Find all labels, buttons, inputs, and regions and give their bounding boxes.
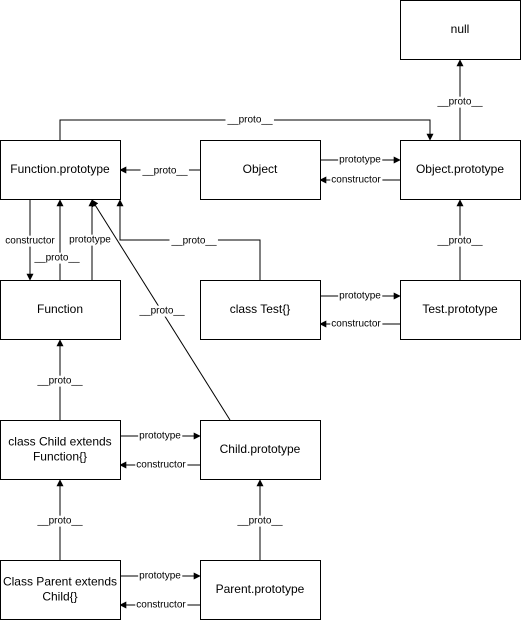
edge-label-background xyxy=(169,235,218,247)
edge-label-background xyxy=(435,96,484,108)
edge-label-text: prototype xyxy=(339,291,381,302)
edge-label-object-to-object-prototype: prototype xyxy=(338,154,383,166)
edge-label-text: prototype xyxy=(339,155,381,166)
edge-label-function-prototype-to-function: constructor xyxy=(4,235,57,247)
node-label: class Child extends xyxy=(8,435,111,449)
node-box xyxy=(0,420,121,480)
edge-label-text: __proto__ xyxy=(138,306,184,317)
node-label: Test.prototype xyxy=(422,302,498,316)
node-label: Parent.prototype xyxy=(216,582,305,596)
edge-label-text: prototype xyxy=(139,431,181,442)
node-label: Object.prototype xyxy=(416,162,504,176)
edge-label-text: __proto__ xyxy=(33,253,79,264)
node-function-prototype: Function.prototype xyxy=(0,140,121,200)
edge-label-text: constructor xyxy=(136,460,186,471)
edge-label-background xyxy=(338,290,383,302)
node-box xyxy=(200,420,321,480)
edge-label-text: constructor xyxy=(136,600,186,611)
node-box xyxy=(400,140,521,200)
edge-label-text: __proto__ xyxy=(170,236,216,247)
node-label: Child.prototype xyxy=(220,442,301,456)
node-box xyxy=(0,280,121,340)
node-label: Function.prototype xyxy=(10,162,110,176)
edge-label-text: __proto__ xyxy=(436,236,482,247)
node-class-test: class Test{} xyxy=(200,280,321,340)
edge-label-text: prototype xyxy=(69,235,111,246)
edge-label-background xyxy=(330,318,383,330)
edge-label-background xyxy=(35,515,84,527)
edge-label-test-prototype-to-object-prototype: __proto__ xyxy=(435,235,484,247)
edge-label-background xyxy=(32,252,81,264)
edge-label-background xyxy=(138,430,183,442)
edge-label-object-prototype-to-null: __proto__ xyxy=(435,96,484,108)
node-object-prototype: Object.prototype xyxy=(400,140,521,200)
edge-label-background xyxy=(35,375,84,387)
edge-label-function-to-function-prototype: prototype xyxy=(68,234,113,246)
node-box xyxy=(200,140,321,200)
node-object: Object xyxy=(200,140,321,200)
edge-label-text: prototype xyxy=(139,571,181,582)
node-label: Function{} xyxy=(33,450,87,464)
edge-label-background xyxy=(68,234,113,246)
edge-label-text: __proto__ xyxy=(236,516,282,527)
node-box xyxy=(0,560,121,620)
edge-label-text: constructor xyxy=(331,319,381,330)
edge-label-background xyxy=(140,165,189,177)
edge-label-text: __proto__ xyxy=(141,166,187,177)
edge-label-parent-prototype-to-class-parent: constructor xyxy=(135,599,188,611)
edge-label-class-parent-to-class-child: __proto__ xyxy=(35,515,84,527)
node-function: Function xyxy=(0,280,121,340)
edge-label-child-prototype-to-function-prototype: __proto__ xyxy=(137,305,186,317)
node-label: class Test{} xyxy=(230,302,290,316)
edge-label-background xyxy=(225,114,274,126)
edge-label-text: __proto__ xyxy=(436,97,482,108)
edge-label-class-child-to-function: __proto__ xyxy=(35,375,84,387)
node-parent-prototype: Parent.prototype xyxy=(200,560,321,620)
edge-label-text: __proto__ xyxy=(36,516,82,527)
edge-label-text: constructor xyxy=(331,175,381,186)
edge-label-child-prototype-to-class-child: constructor xyxy=(135,459,188,471)
node-label: null xyxy=(451,22,470,36)
edge-label-object-prototype-to-object: constructor xyxy=(330,174,383,186)
edge-label-background xyxy=(435,235,484,247)
edge-label-class-child-to-child-prototype: prototype xyxy=(138,430,183,442)
node-box xyxy=(400,0,521,60)
edge-label-parent-prototype-to-child-prototype: __proto__ xyxy=(235,515,284,527)
edge-label-background xyxy=(235,515,284,527)
edge-labels-layer: __proto__ __proto__ __proto__ prototype cons… xyxy=(4,96,484,611)
node-label: Class Parent extends xyxy=(3,575,117,589)
edge-label-test-prototype-to-class-test: constructor xyxy=(330,318,383,330)
node-box xyxy=(200,560,321,620)
edge-label-background xyxy=(135,599,188,611)
edge-label-function-prototype-to-object-prototype: __proto__ xyxy=(225,114,274,126)
node-test-prototype: Test.prototype xyxy=(400,280,521,340)
edge-label-class-test-to-function-prototype: __proto__ xyxy=(169,235,218,247)
node-null: null xyxy=(400,0,521,60)
edge-label-class-parent-to-parent-prototype: prototype xyxy=(138,570,183,582)
node-box xyxy=(400,280,521,340)
edge-label-text: __proto__ xyxy=(36,376,82,387)
node-label: Function xyxy=(37,302,83,316)
edge-label-text: __proto__ xyxy=(226,115,272,126)
edge-label-background xyxy=(135,459,188,471)
node-box xyxy=(200,280,321,340)
edge-label-background xyxy=(4,235,57,247)
node-box xyxy=(0,140,121,200)
edge-label-background xyxy=(338,154,383,166)
node-label: Child{} xyxy=(42,590,77,604)
edge-label-class-test-to-test-prototype: prototype xyxy=(338,290,383,302)
edge-label-background xyxy=(138,570,183,582)
node-label: Object xyxy=(243,162,278,176)
edge-label-background xyxy=(330,174,383,186)
edge-label-object-to-function-prototype: __proto__ xyxy=(140,165,189,177)
node-child-prototype: Child.prototype xyxy=(200,420,321,480)
edge-label-background xyxy=(137,305,186,317)
edge-label-function-to-function-prototype: __proto__ xyxy=(32,252,81,264)
edge-label-text: constructor xyxy=(5,236,55,247)
